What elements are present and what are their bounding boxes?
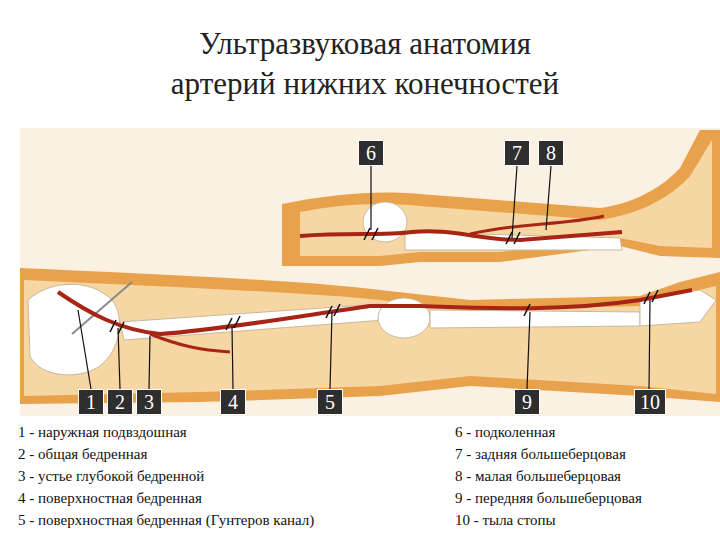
callout-number: 5 — [317, 389, 343, 415]
artery — [300, 231, 622, 240]
callout-text: 1 — [86, 391, 96, 413]
leg-tissue — [300, 140, 712, 256]
callout-text: 3 — [144, 391, 154, 413]
callout-text: 7 — [512, 142, 522, 164]
artery — [58, 290, 692, 334]
callout-number: 9 — [514, 389, 540, 415]
legend-entry: 7 - задняя большеберцовая — [455, 444, 626, 464]
illustration-ground — [20, 128, 720, 416]
artery — [470, 216, 604, 234]
callout-number: 3 — [136, 389, 162, 415]
legend-entry: 6 - подколенная — [455, 422, 555, 442]
legend-entry: 5 - поверхностная бедренная (Гунтеров ка… — [18, 510, 314, 530]
legend-entry: 10 - тыла стопы — [455, 510, 556, 530]
limb-outline — [20, 268, 720, 404]
callout-number: 1 — [78, 389, 104, 415]
callout-number: 7 — [504, 140, 530, 166]
callout-number: 2 — [107, 389, 133, 415]
tick-marks — [110, 228, 658, 334]
callout-text: 6 — [366, 142, 376, 164]
legend-entry: 8 - малая большеберцовая — [455, 466, 621, 486]
foot-bone — [640, 290, 716, 326]
leader-lines — [78, 166, 650, 389]
callout-text: 5 — [325, 391, 335, 413]
diagram-title: Ультразвуковая анатомия артерий нижних к… — [150, 24, 580, 104]
legend-entry: 4 - поверхностная бедренная — [18, 488, 202, 508]
callout-text: 2 — [115, 391, 125, 413]
callout-number: 4 — [220, 389, 246, 415]
callout-text: 4 — [228, 391, 238, 413]
knee-bone — [363, 202, 407, 242]
legend-entry: 1 - наружная подвздошная — [18, 422, 187, 442]
tibia-bone — [430, 310, 640, 328]
callout-text: 10 — [640, 391, 660, 413]
limb-tissue — [24, 280, 716, 396]
callout-text: 9 — [522, 391, 532, 413]
leg-outline — [282, 130, 720, 266]
callout-number: 10 — [634, 389, 666, 415]
callout-number: 6 — [358, 140, 384, 166]
legend-entry: 9 - передняя большеберцовая — [455, 488, 642, 508]
legend-entry: 3 - устье глубокой бедренной — [18, 466, 204, 486]
pelvis-bone — [28, 284, 120, 375]
callout-number: 8 — [538, 140, 564, 166]
callout-text: 8 — [546, 142, 556, 164]
artery — [150, 334, 230, 352]
legend-entry: 2 - общая бедренная — [18, 444, 147, 464]
